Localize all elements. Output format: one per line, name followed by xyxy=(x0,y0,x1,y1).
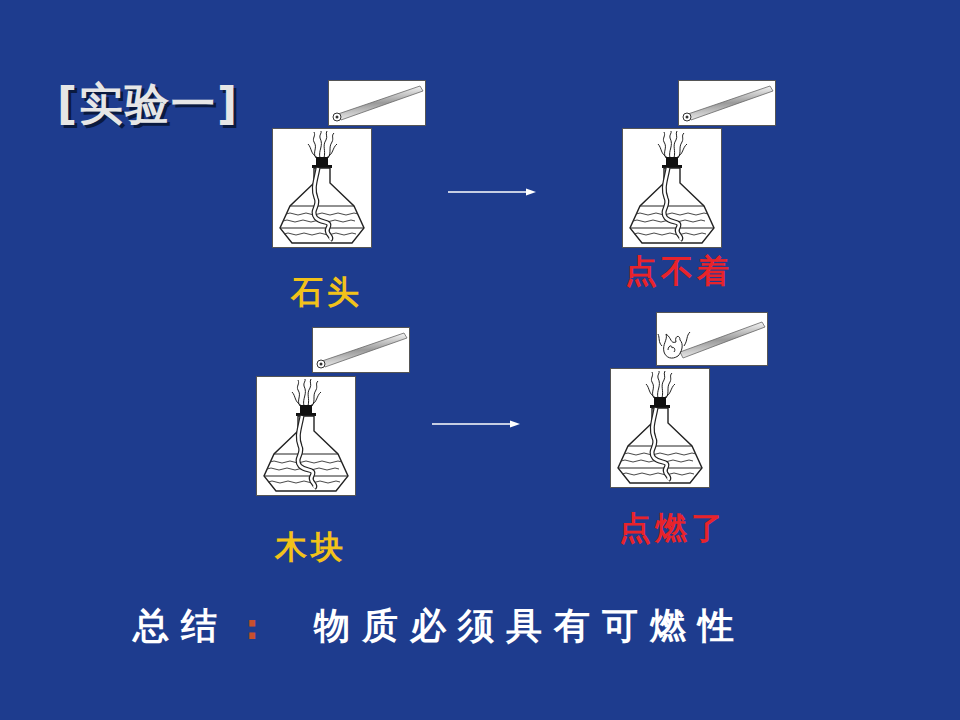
summary-text: 物质必须具有可燃性 xyxy=(314,606,746,646)
slide-title: [实验一] xyxy=(57,80,239,128)
tongs-stone xyxy=(329,81,426,126)
alcohol-lamp xyxy=(611,369,710,488)
alcohol-lamp xyxy=(623,129,722,248)
alcohol-lamp xyxy=(273,129,372,248)
tongs-stone xyxy=(679,81,776,126)
alcohol-lamp xyxy=(257,377,356,496)
tongs-wood xyxy=(313,328,410,373)
object-label: 木块 xyxy=(275,530,347,565)
arrow xyxy=(448,189,536,196)
tongs-burning xyxy=(657,313,768,366)
result-label: 点不着 xyxy=(625,254,733,289)
result-label: 点燃了 xyxy=(619,511,727,546)
summary-colon: : xyxy=(245,609,259,646)
arrow xyxy=(432,421,520,428)
summary-heading: 总结 xyxy=(133,606,229,646)
object-label: 石头 xyxy=(291,275,363,310)
